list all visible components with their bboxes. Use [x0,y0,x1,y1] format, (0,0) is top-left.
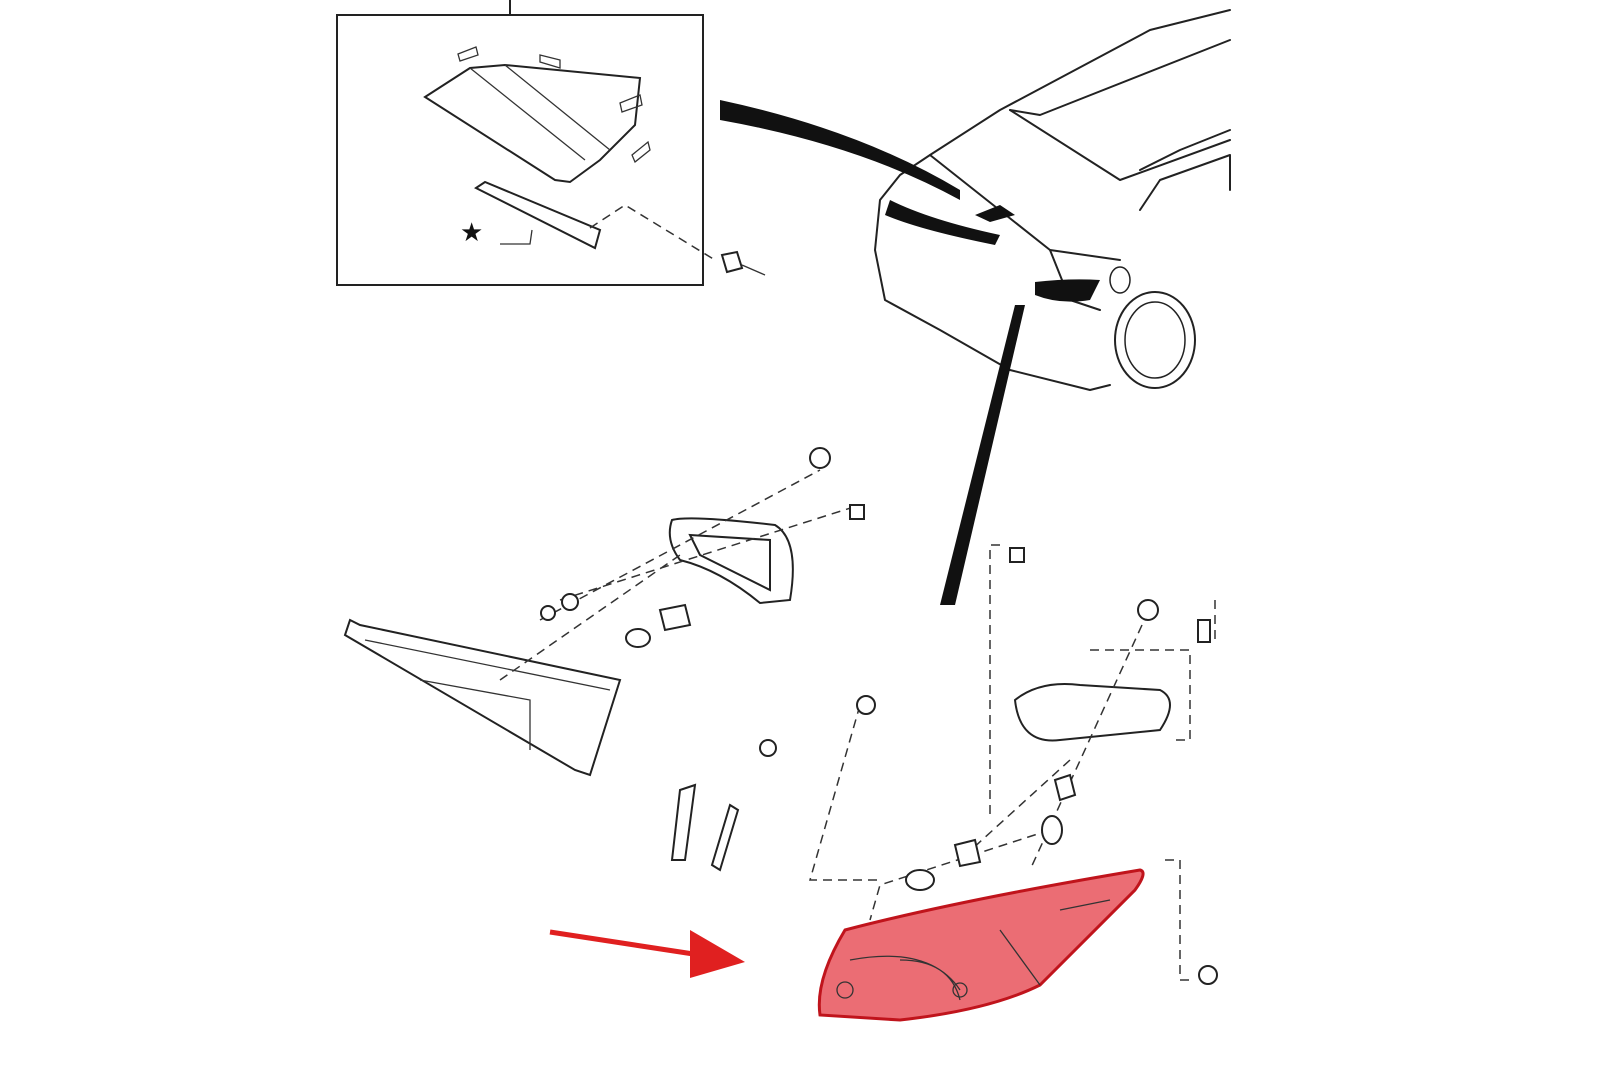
nut-icon [1137,599,1159,621]
spoiler-housing [423,63,642,184]
connector-icon [720,250,744,274]
tail-light-on-car [1035,279,1100,302]
nut-icon [809,447,831,469]
outer-gasket [1013,683,1171,742]
high-mount-stop-lamp-inset [336,0,766,286]
connector-icon [849,504,865,520]
bulb-icon [905,869,935,891]
inner-tail-lamp [343,618,622,777]
bulb-icon [1041,815,1063,845]
bulb-icon [1197,619,1211,643]
car-rear-view [720,9,1231,605]
socket-icon [1053,773,1077,802]
screw-icon [759,739,777,757]
inner-tail-lamp-assembly [343,447,865,777]
led-lamp-bar [474,180,602,250]
reflector-bracket [670,783,697,861]
outer-tail-lamp-highlighted [817,868,1145,1022]
socket-icon [658,603,692,632]
clip-icon [1198,965,1218,985]
pointer-to-tail-lamp [940,305,1025,605]
trunk-spoiler [885,200,1000,245]
red-arrow-indicator [549,929,745,978]
grommet-icon [856,695,876,715]
socket-icon [953,838,982,868]
bulb-icon [625,628,651,648]
outer-tail-lamp-assembly [670,544,1218,1022]
star-marker-icon: ★ [460,218,484,248]
connector-icon [1009,547,1025,563]
pointer-to-high-mount-lamp [720,100,960,200]
